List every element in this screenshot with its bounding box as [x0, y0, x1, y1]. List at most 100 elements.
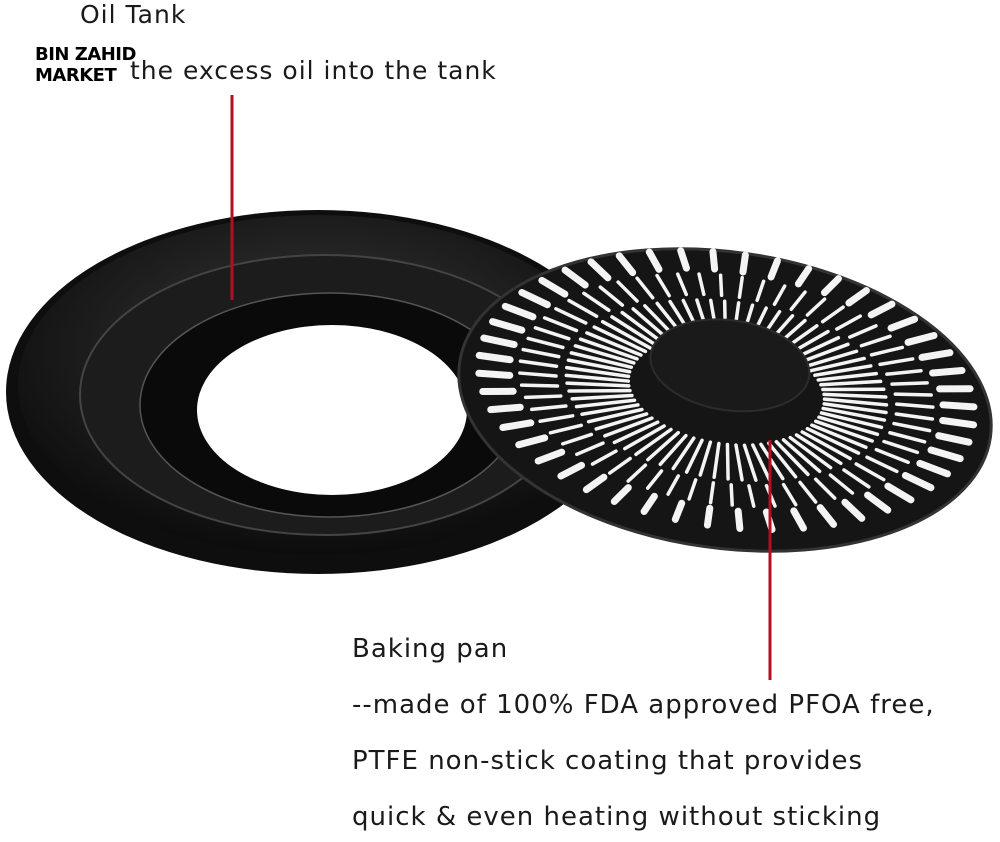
grill-slot [882, 439, 920, 455]
grill-slot [820, 275, 843, 297]
grill-slot [671, 436, 696, 471]
grill-slot [874, 447, 910, 465]
grill-slot [878, 357, 915, 367]
grill-slot [813, 477, 837, 500]
grill-slot [718, 273, 724, 298]
grill-slot [888, 431, 927, 444]
grill-slot [487, 403, 524, 414]
grill-slot [585, 331, 643, 357]
grill-slot [804, 349, 859, 369]
grill-slot [612, 420, 660, 445]
grill-slot [538, 414, 575, 424]
grill-slot [573, 344, 636, 365]
grill-slot [816, 504, 838, 528]
grill-slot [515, 434, 549, 449]
grill-slot [677, 247, 690, 272]
grill-slot [845, 287, 870, 307]
grill-slot [835, 314, 863, 331]
grill-slot [566, 358, 632, 374]
grill-slot [799, 342, 850, 364]
grill-slot [809, 356, 866, 373]
grill-slot [734, 443, 744, 482]
grill-slot [821, 406, 887, 422]
grill-slot [610, 315, 659, 347]
grill-slot [518, 359, 559, 368]
grill-slot [564, 373, 631, 383]
grill-slot [904, 331, 938, 346]
baking-pan-title: Baking pan [352, 634, 509, 664]
grill-slot [729, 483, 734, 507]
grill-slot [751, 443, 772, 482]
grill-slot [623, 424, 666, 451]
grill-slot [626, 463, 648, 483]
grill-slot [658, 433, 688, 467]
grill-slot [712, 441, 721, 480]
grill-slot [709, 248, 719, 273]
grill-slot [939, 416, 978, 429]
grill-slot [869, 345, 905, 357]
grill-slot [885, 369, 923, 376]
grill-slot [894, 412, 935, 421]
grill-slot [569, 351, 634, 370]
grill-slot [848, 324, 878, 339]
watermark-logo: BIN ZAHID MARKET [35, 44, 136, 86]
grill-slot [489, 318, 526, 334]
grill-slot [575, 441, 605, 457]
grill-slot [822, 402, 888, 415]
grill-slot [936, 385, 974, 393]
grill-slot [725, 442, 730, 481]
grill-slot [542, 316, 579, 333]
grill-slot [603, 416, 654, 438]
grill-slot [794, 433, 843, 466]
grill-slot [616, 280, 639, 303]
grill-slot [518, 371, 558, 378]
grill-slot [929, 367, 966, 377]
grill-slot [475, 369, 514, 379]
grill-slot [560, 432, 594, 446]
watermark-line2: MARKET [35, 65, 117, 86]
grill-slot [530, 404, 568, 412]
grill-slot [519, 383, 560, 388]
grill-slot [805, 426, 861, 455]
grill-slot [895, 402, 935, 409]
grill-slot [841, 498, 866, 522]
grill-slot [640, 492, 658, 516]
grill-slot [820, 305, 845, 324]
grill-slot [890, 381, 929, 386]
grill-slot [475, 351, 514, 364]
grill-slot [781, 438, 822, 474]
grill-slot [816, 371, 878, 382]
grill-slot [565, 365, 631, 379]
watermark-line1: BIN ZAHID [35, 44, 136, 65]
grill-slot [901, 471, 935, 492]
oil-tank-title: Oil Tank [80, 0, 187, 29]
grill-slot [586, 407, 644, 424]
grill-slot [893, 392, 933, 397]
grill-slot [666, 474, 681, 496]
grill-slot [939, 401, 978, 411]
grill-slot [655, 273, 671, 298]
grill-slot [697, 272, 706, 297]
grill-slot [676, 272, 689, 297]
grill-slot [867, 300, 896, 319]
grill-slot [526, 336, 565, 350]
grill-slot [747, 484, 756, 508]
grill-slot [774, 440, 810, 477]
grill-slot [582, 473, 608, 494]
grill-slot [790, 507, 807, 532]
grill-slot [935, 432, 973, 446]
grill-slot [739, 251, 749, 276]
grill-slot [800, 430, 852, 461]
grill-slot [501, 302, 537, 321]
grill-slot [548, 423, 583, 435]
grill-slot [864, 491, 892, 514]
grill-slot [708, 481, 716, 505]
grill-slot [767, 441, 798, 479]
grill-slot [557, 461, 586, 480]
grill-slot [594, 412, 649, 431]
grill-slot [742, 443, 758, 482]
grill-slot [574, 398, 637, 409]
grill-slot [499, 419, 535, 432]
grill-slot [859, 334, 892, 348]
